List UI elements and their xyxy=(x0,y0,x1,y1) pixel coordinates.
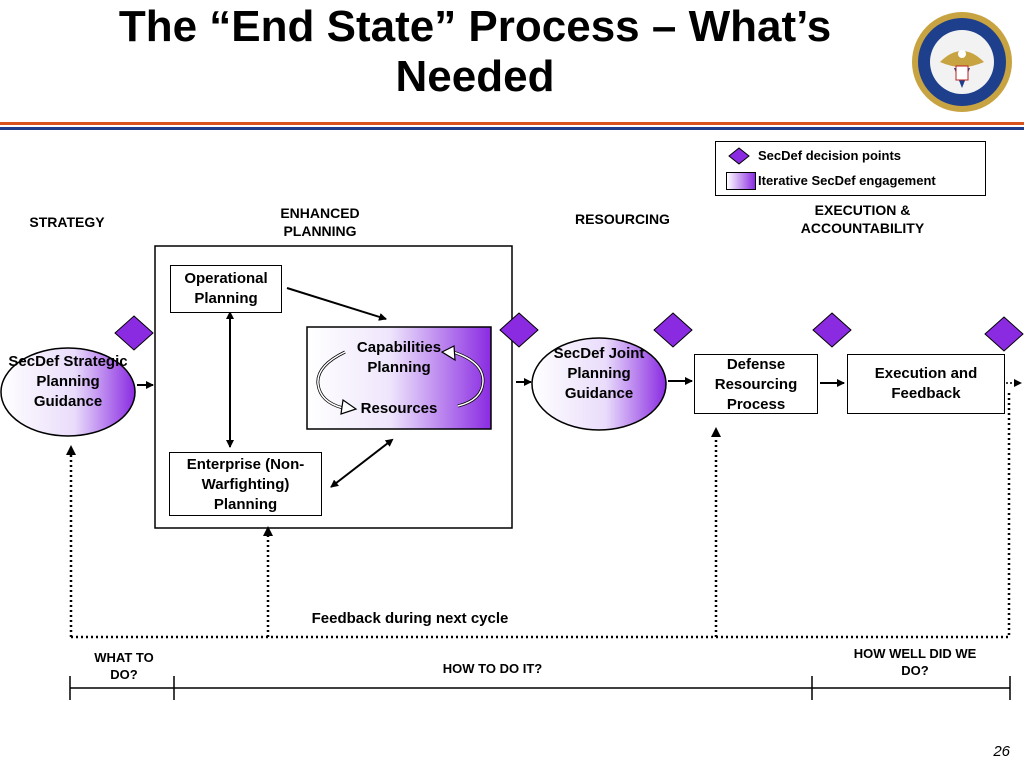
timeline-what-label: WHAT TO DO? xyxy=(94,650,154,682)
orange-divider xyxy=(0,122,1024,125)
phase-strategy: STRATEGY xyxy=(29,214,105,230)
operational-planning-box: Operational Planning xyxy=(170,265,282,313)
decision-diamond-5 xyxy=(984,316,1024,352)
timeline xyxy=(69,676,1011,700)
phase-enhanced-planning: ENHANCED PLANNING xyxy=(280,205,360,239)
decision-diamond-4 xyxy=(812,312,852,348)
decision-diamond-3 xyxy=(653,312,693,348)
capabilities-planning-label: Capabilities Planning xyxy=(356,339,442,376)
cycle-arrow-left-icon xyxy=(340,398,358,415)
feedback-label: Feedback during next cycle xyxy=(311,610,509,627)
dod-seal-logo xyxy=(912,12,1012,112)
decision-point-diamond-icon xyxy=(728,147,750,165)
phase-resourcing: RESOURCING xyxy=(575,211,670,227)
capabilities-resources-box xyxy=(306,326,492,430)
decision-diamond-1 xyxy=(114,315,154,351)
timeline-how-well-label: HOW WELL DID WE DO? xyxy=(853,646,977,678)
secdef-joint-label: SecDef Joint Planning Guidance xyxy=(553,345,645,402)
iterative-engagement-swatch xyxy=(726,172,756,190)
secdef-strategic-label: SecDef Strategic Planning Guidance xyxy=(8,353,128,410)
execution-feedback-box: Execution and Feedback xyxy=(847,354,1005,414)
resources-label: Resources xyxy=(360,400,438,417)
phase-execution-accountability: EXECUTION & ACCOUNTABILITY xyxy=(800,202,925,236)
decision-diamond-2 xyxy=(499,312,539,348)
feedback-loop xyxy=(69,390,1011,639)
blue-divider xyxy=(0,127,1024,130)
timeline-how-label: HOW TO DO IT? xyxy=(442,661,543,676)
secdef-joint-oval xyxy=(531,337,667,431)
enterprise-planning-box: Enterprise (Non-Warfighting) Planning xyxy=(169,452,322,516)
secdef-strategic-oval xyxy=(0,347,136,437)
legend-iterative-engagement: Iterative SecDef engagement xyxy=(758,173,936,188)
legend-decision-points: SecDef decision points xyxy=(758,148,902,163)
page-title: The “End State” Process – What’s Needed xyxy=(118,2,832,101)
cycle-arrow-right-icon xyxy=(440,345,456,362)
legend: SecDef decision points Iterative SecDef … xyxy=(715,141,986,196)
defense-resourcing-box: Defense Resourcing Process xyxy=(694,354,818,414)
page-number: 26 xyxy=(993,743,1010,760)
